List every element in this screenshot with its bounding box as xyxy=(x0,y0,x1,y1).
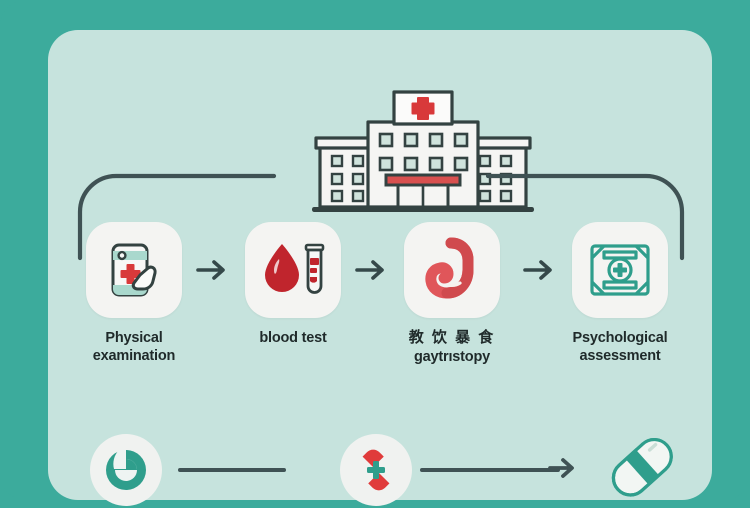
bottom-rule-left xyxy=(178,468,286,472)
label-line-1: Psychological xyxy=(572,330,668,346)
tile-physical-examination[interactable] xyxy=(86,222,182,318)
steps-row: Physical examination xyxy=(0,222,750,412)
label-line-cjk: 教 饮 暴 食 xyxy=(408,329,496,346)
label-line-2: assessment xyxy=(579,348,661,365)
step-label-physical-examination: Physical examination xyxy=(59,329,209,365)
step-physical-examination[interactable]: Physical examination xyxy=(59,222,209,365)
pills-badge[interactable] xyxy=(340,434,412,506)
capsule-outline[interactable] xyxy=(600,428,686,508)
label-line-1: Physical xyxy=(105,330,163,346)
mobile-health-checkup-icon xyxy=(103,239,165,301)
capsule-badge[interactable] xyxy=(90,434,162,506)
stomach-icon xyxy=(421,237,483,301)
step-psychological-assessment[interactable]: Psychological assessment xyxy=(545,222,695,365)
label-line-1: blood test xyxy=(259,330,327,346)
step-label-gastroscopy: 教 饮 暴 食 gaytrıstopy xyxy=(377,329,527,366)
medical-card-cross-icon xyxy=(588,242,652,298)
arrow-step-1-to-2 xyxy=(195,256,229,284)
arrow-step-3-to-4 xyxy=(522,256,556,284)
connector-left xyxy=(74,170,277,261)
label-line-1: gaytrıstopy xyxy=(414,348,490,365)
connector-right xyxy=(485,170,688,261)
bottom-rule-right xyxy=(420,468,560,472)
arrow-step-2-to-3 xyxy=(354,256,388,284)
tile-gastroscopy[interactable] xyxy=(404,222,500,318)
tilted-capsule-icon xyxy=(600,428,686,508)
tile-psychological-assessment[interactable] xyxy=(572,222,668,318)
label-line-2: examination xyxy=(92,348,176,365)
bottom-row xyxy=(0,420,750,506)
red-pills-cross-icon xyxy=(352,446,400,494)
step-gastroscopy[interactable]: 教 饮 暴 食 gaytrıstopy xyxy=(377,222,527,366)
step-label-blood-test: blood test xyxy=(218,329,368,347)
blood-drop-test-tube-icon xyxy=(261,239,325,301)
tile-blood-test[interactable] xyxy=(245,222,341,318)
step-blood-test[interactable]: blood test xyxy=(218,222,368,347)
bottom-arrow-icon xyxy=(548,454,578,482)
step-label-psychological-assessment: Psychological assessment xyxy=(545,329,695,365)
teal-capsule-circle-icon xyxy=(103,447,149,493)
